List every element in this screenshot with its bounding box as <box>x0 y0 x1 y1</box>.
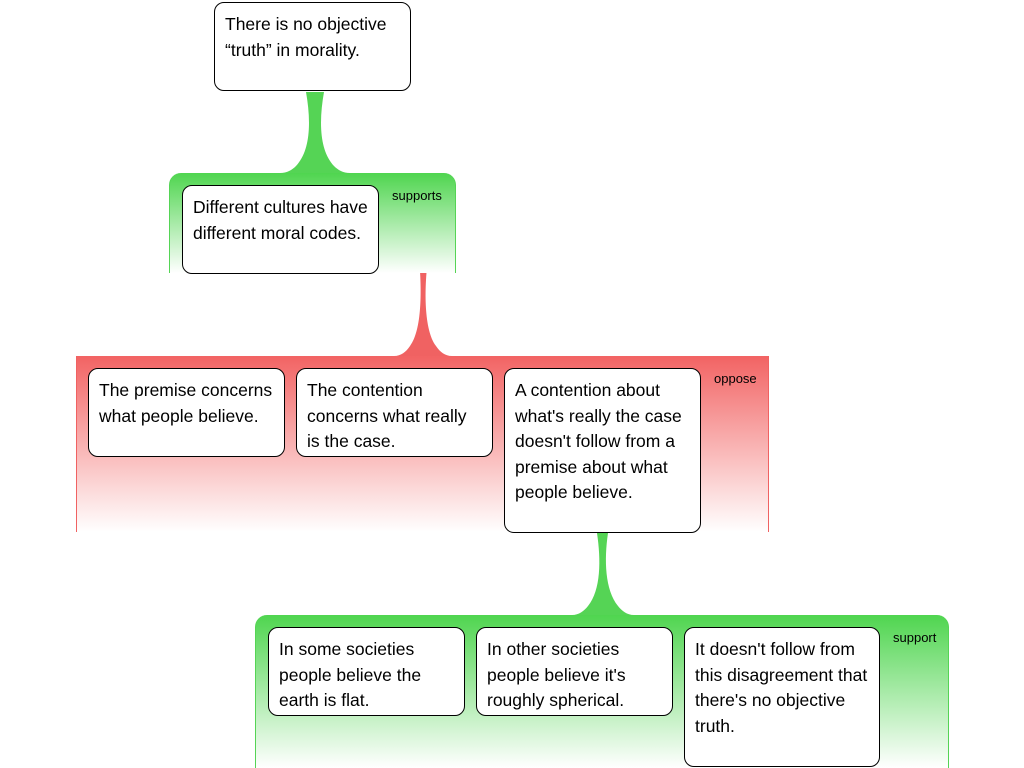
objection-node-contention[interactable]: The contention concerns what really is t… <box>296 368 493 457</box>
supports-relation-label: supports <box>392 188 442 203</box>
reason-node-disagreement[interactable]: It doesn't follow from this disagreement… <box>684 627 880 767</box>
objection-node-premise[interactable]: The premise concerns what people believe… <box>88 368 285 457</box>
claim-node[interactable]: There is no objective “truth” in moralit… <box>214 2 411 91</box>
reason-node-flat-earth[interactable]: In some societies people believe the ear… <box>268 627 465 716</box>
oppose-relation-label: oppose <box>714 371 757 386</box>
support-connector <box>572 533 634 615</box>
objection-node-inference[interactable]: A contention about what's really the cas… <box>504 368 701 533</box>
reason-node-cultures[interactable]: Different cultures have different moral … <box>182 185 379 274</box>
supports-connector <box>280 92 350 173</box>
support-relation-label: support <box>893 630 937 645</box>
reason-node-spherical-earth[interactable]: In other societies people believe it's r… <box>476 627 673 716</box>
